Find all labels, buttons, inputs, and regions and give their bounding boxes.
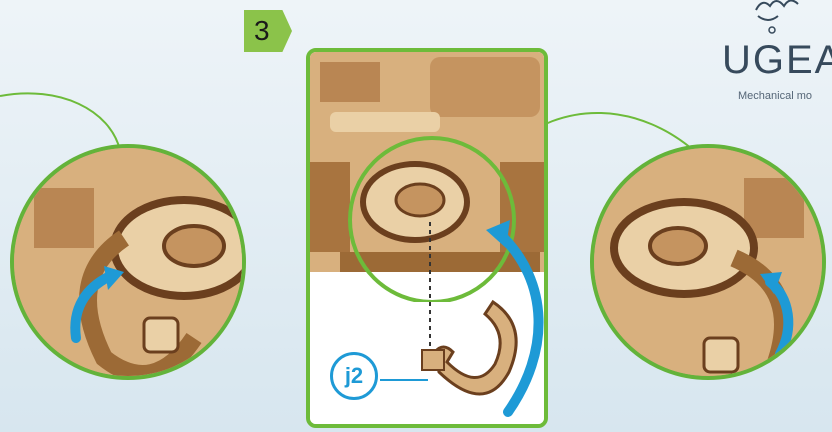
brand-tagline: Mechanical mo (738, 90, 812, 102)
step-number: 3 (254, 15, 270, 47)
gear-icon (748, 0, 832, 40)
brand-logo: UGEA (722, 38, 832, 83)
part-label: j2 (345, 363, 363, 389)
detail-view-left (10, 144, 246, 380)
detail-illustration-right (594, 148, 826, 380)
detail-view-right (590, 144, 826, 380)
part-label-badge: j2 (330, 352, 378, 400)
detail-illustration-left (14, 148, 246, 380)
step-number-badge: 3 (244, 10, 292, 52)
